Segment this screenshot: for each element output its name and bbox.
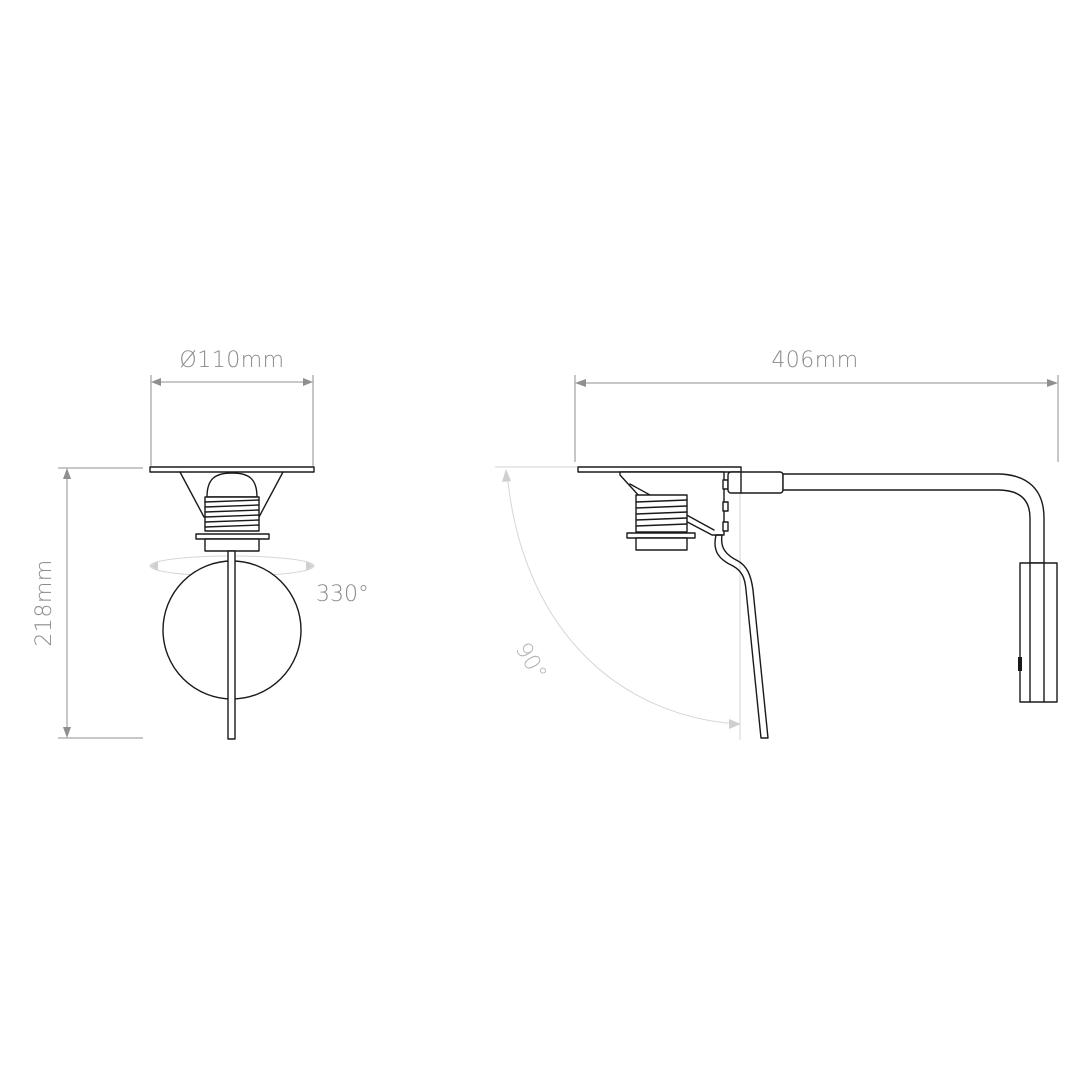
side-lampholder: [626, 494, 696, 551]
front-backplate: [149, 466, 315, 473]
wall-switch: [1018, 657, 1022, 671]
tilt-angle-label: 90°: [510, 639, 551, 685]
height-label: 218mm: [32, 559, 57, 646]
length-label: 406mm: [771, 348, 858, 373]
front-lampholder-thread: [204, 496, 260, 532]
side-bent-rod: [714, 534, 769, 739]
front-diameter-label: Ø110mm: [179, 348, 284, 373]
front-view: Ø110mm 218mm: [32, 348, 369, 740]
wall-box: [1019, 562, 1058, 703]
front-ring-upper: [195, 533, 270, 540]
front-rod: [227, 550, 236, 740]
front-width-dimension: Ø110mm: [150, 348, 314, 466]
side-backplate: [577, 466, 742, 473]
side-knob-middle: [722, 501, 729, 512]
front-ring-lower: [204, 538, 260, 552]
side-arm: [782, 473, 1045, 564]
side-knob-upper: [722, 479, 729, 490]
rotation-angle-label: 330°: [316, 582, 369, 607]
length-dimension: 406mm: [574, 348, 1059, 462]
height-dimension: 218mm: [32, 467, 143, 739]
side-arm-connector: [727, 471, 784, 494]
side-view: 406mm 90°: [495, 348, 1059, 740]
front-lampholder-cap: [206, 472, 258, 498]
side-knob-lower: [722, 521, 729, 532]
